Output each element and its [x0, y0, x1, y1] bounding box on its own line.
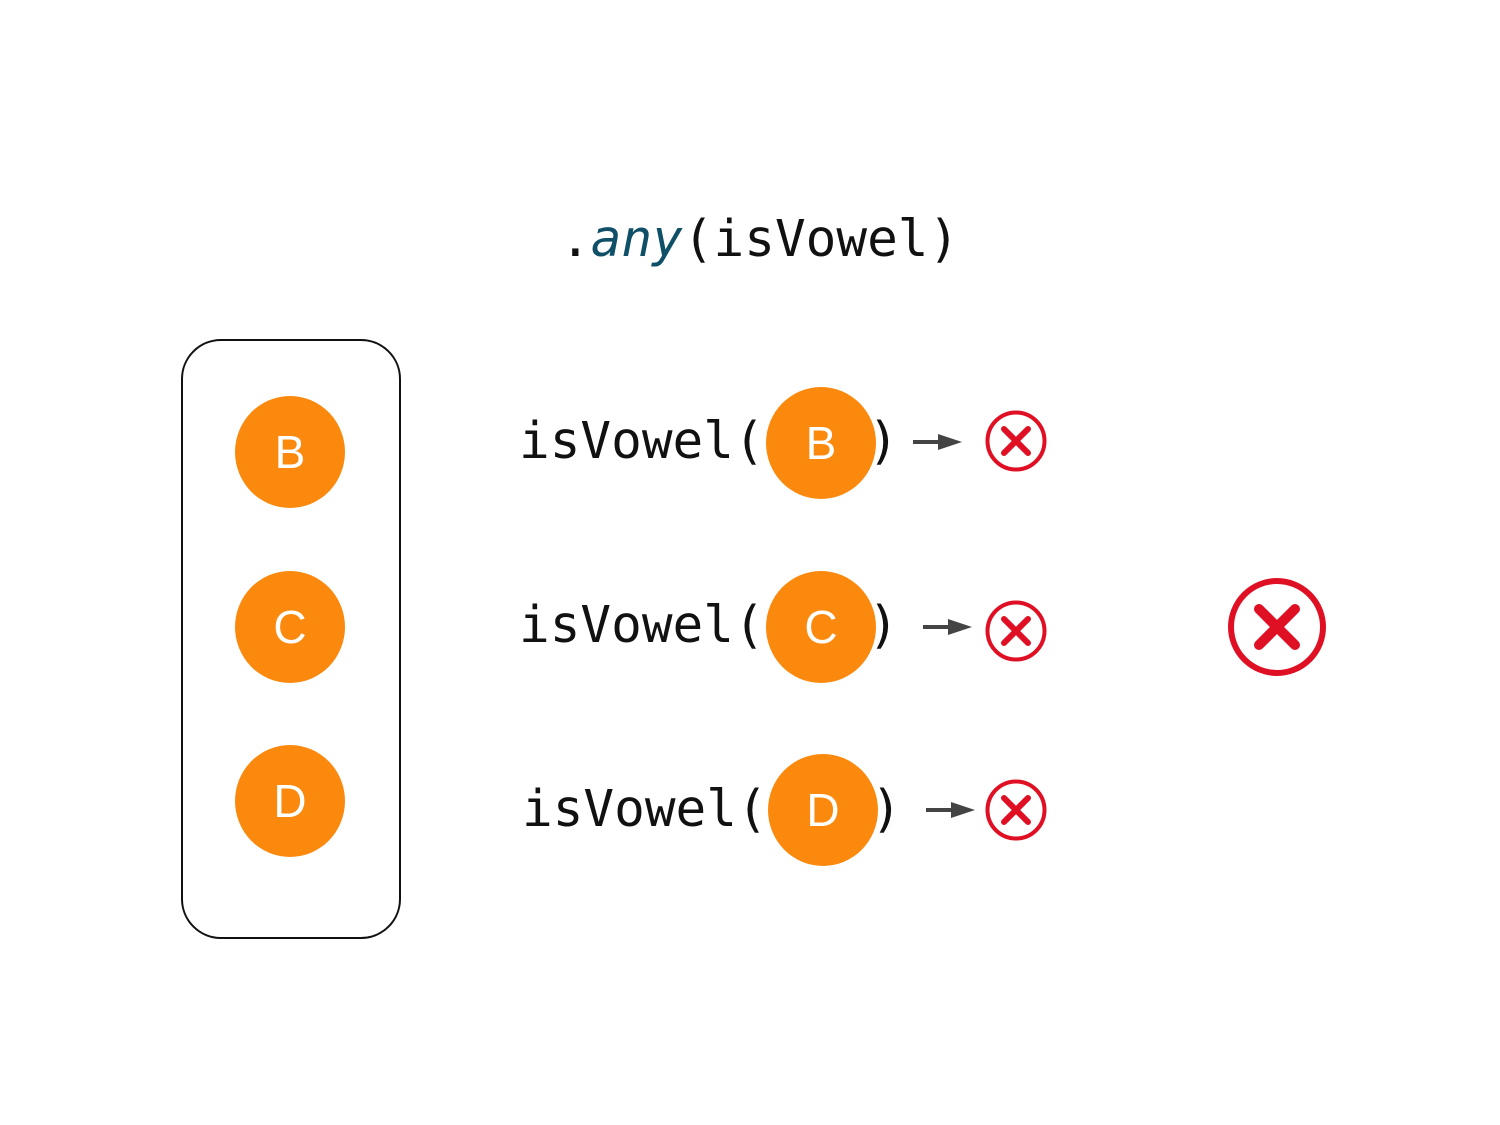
final-result-x-circle-icon: [1228, 578, 1326, 676]
x-circle-icon: [985, 410, 1047, 472]
collection-item: B: [235, 396, 345, 508]
row-arg: D: [768, 754, 878, 866]
x-circle-icon: [985, 600, 1047, 662]
row-arg: B: [766, 387, 876, 499]
arrow-icon: [913, 434, 962, 450]
arrow-icon: [923, 619, 972, 635]
row-func: isVowel(: [519, 596, 765, 655]
row-arg: C: [766, 571, 876, 683]
row-close-paren: ): [871, 780, 902, 839]
row-close-paren: ): [868, 412, 899, 471]
title-dot: .: [560, 210, 591, 269]
title-method: any: [590, 210, 683, 269]
collection-item: C: [235, 571, 345, 683]
x-circle-icon: [985, 779, 1047, 841]
collection-box: [181, 339, 401, 939]
row-func: isVowel(: [519, 412, 765, 471]
collection-item: D: [235, 745, 345, 857]
expression-title: .any(isVowel): [560, 214, 959, 265]
row-close-paren: ): [868, 596, 899, 655]
row-func: isVowel(: [522, 780, 768, 839]
arrow-icon: [926, 802, 975, 818]
title-args: (isVowel): [682, 210, 960, 269]
